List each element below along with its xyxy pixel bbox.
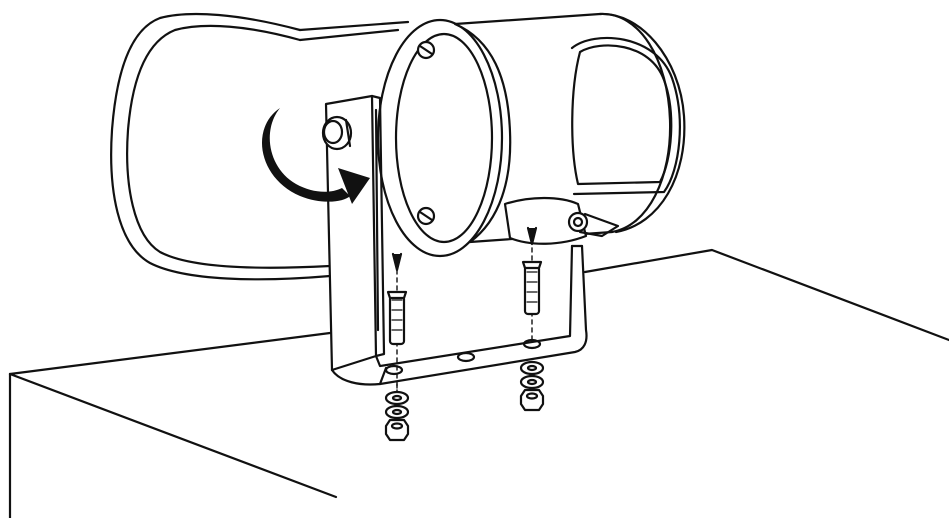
horn-top-line <box>298 20 410 32</box>
mounting-surface <box>8 248 949 518</box>
wall-anchor-right <box>521 226 543 343</box>
wall-anchor-left <box>386 252 408 401</box>
washer-left-top <box>384 390 410 406</box>
rotate-arrow-icon <box>261 108 370 204</box>
horn-flare <box>110 12 410 281</box>
anchor-right-head <box>521 260 543 270</box>
driver-cylinder <box>453 12 672 244</box>
horn-bell-inner-rim <box>126 24 332 269</box>
surface-top-left-edge <box>8 331 332 376</box>
gland-housing <box>503 196 588 245</box>
driver-body <box>453 12 686 244</box>
anchor-left-head <box>386 290 408 300</box>
gland-cable <box>578 212 620 238</box>
anchor-right-body <box>523 264 541 316</box>
flange <box>376 18 504 258</box>
flange-bolt-bottom <box>416 206 436 226</box>
driver-end-cap-ring <box>570 36 681 196</box>
horn-throat-top <box>298 28 400 42</box>
anchor-left-tip <box>391 252 403 272</box>
flange-ring-outer <box>376 18 504 258</box>
surface-front-edge <box>8 372 338 499</box>
flange-bolt-top <box>416 40 436 60</box>
gland-nut <box>567 211 589 233</box>
u-bracket <box>324 94 588 386</box>
horn-bell-outline <box>110 12 332 281</box>
washer-left-mid <box>384 404 410 420</box>
pivot-knob <box>321 115 353 151</box>
bracket-hole-left <box>384 364 404 376</box>
cable-gland <box>503 196 620 245</box>
bracket-hole-center <box>456 351 476 363</box>
driver-end-cap-face <box>571 44 673 186</box>
washer-right-mid <box>519 374 545 390</box>
surface-top-right-edge <box>583 248 949 342</box>
flange-ring-inner <box>394 32 494 244</box>
nut-washer-stack-left <box>384 383 410 442</box>
driver-end-cap-outer <box>598 12 686 234</box>
bracket-slot <box>374 108 380 332</box>
bracket-base-inner <box>374 244 574 368</box>
bracket-left-arm-side <box>370 94 386 358</box>
washer-right-top <box>519 360 545 376</box>
bracket-base <box>330 244 588 386</box>
nut-washer-stack-right <box>519 360 545 412</box>
anchor-right-tip <box>526 226 538 246</box>
